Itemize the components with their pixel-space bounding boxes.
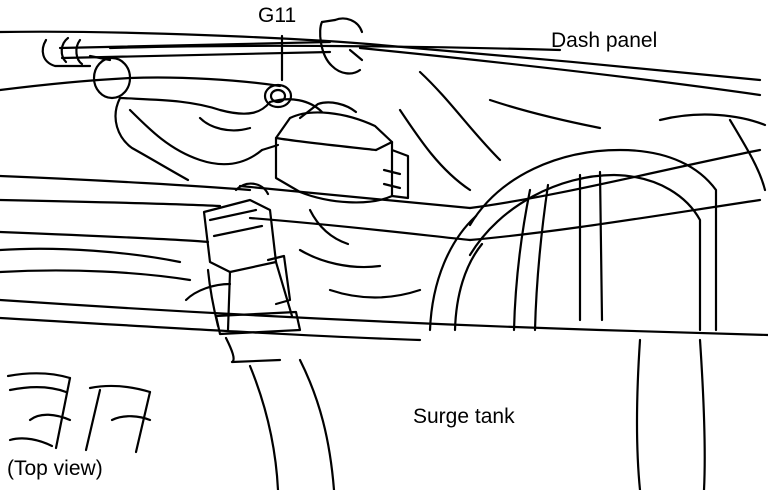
g11-label: G11 <box>258 4 297 27</box>
wire-connector <box>204 184 300 362</box>
dash-panel-label: Dash panel <box>551 29 658 52</box>
surge-tank-label: Surge tank <box>413 405 515 428</box>
surge-tank-outline <box>0 300 768 490</box>
pipes <box>0 150 760 242</box>
background-contours <box>0 72 600 300</box>
throttle-rod <box>43 38 330 98</box>
embossed-marking <box>8 373 150 452</box>
rod-clip <box>320 19 362 74</box>
right-hoses <box>430 115 765 330</box>
sensor-body <box>276 102 408 202</box>
mounting-bracket <box>116 98 322 180</box>
top-view-label: (Top view) <box>7 457 103 480</box>
